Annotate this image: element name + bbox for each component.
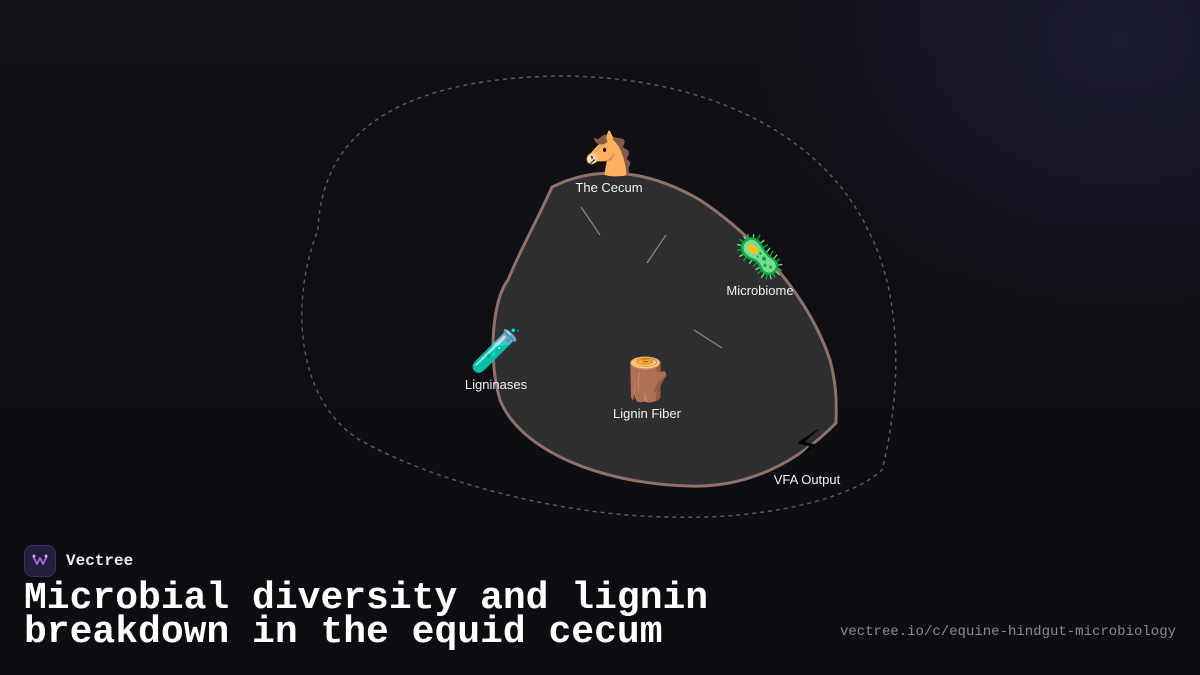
node-label: VFA Output: [773, 472, 841, 487]
node-label: The Cecum: [575, 180, 643, 195]
node-label: Lignin Fiber: [613, 406, 681, 421]
horse-icon: 🐴: [582, 129, 636, 178]
vectree-logo-icon: [24, 545, 56, 577]
node-lignin-fiber[interactable]: 🪵 Lignin Fiber: [613, 355, 681, 422]
connector-line: [646, 234, 667, 264]
connector-line: [580, 206, 601, 236]
node-ligninases[interactable]: 🧪 Ligninases: [464, 326, 528, 393]
brand-name: Vectree: [66, 552, 134, 570]
node-label: Ligninases: [464, 377, 528, 392]
node-vfa-output[interactable]: ⚡ VFA Output: [773, 421, 841, 488]
lightning-icon: ⚡: [792, 421, 822, 470]
outer-dashed-boundary: [301, 75, 897, 519]
page-url[interactable]: vectree.io/c/equine-hindgut-microbiology: [839, 624, 1176, 640]
test-tube-icon: 🧪: [469, 326, 523, 375]
cecum-blob: [491, 171, 838, 488]
node-label: Microbiome: [726, 283, 794, 298]
node-microbiome[interactable]: 🦠 Microbiome: [726, 232, 794, 299]
connector-line: [693, 329, 723, 349]
node-the-cecum[interactable]: 🐴 The Cecum: [575, 129, 643, 196]
microbe-icon: 🦠: [733, 232, 787, 281]
page-title: Microbial diversity and lignin breakdown…: [24, 577, 709, 654]
wood-log-icon: 🪵: [620, 355, 674, 404]
brand[interactable]: Vectree: [24, 544, 133, 578]
